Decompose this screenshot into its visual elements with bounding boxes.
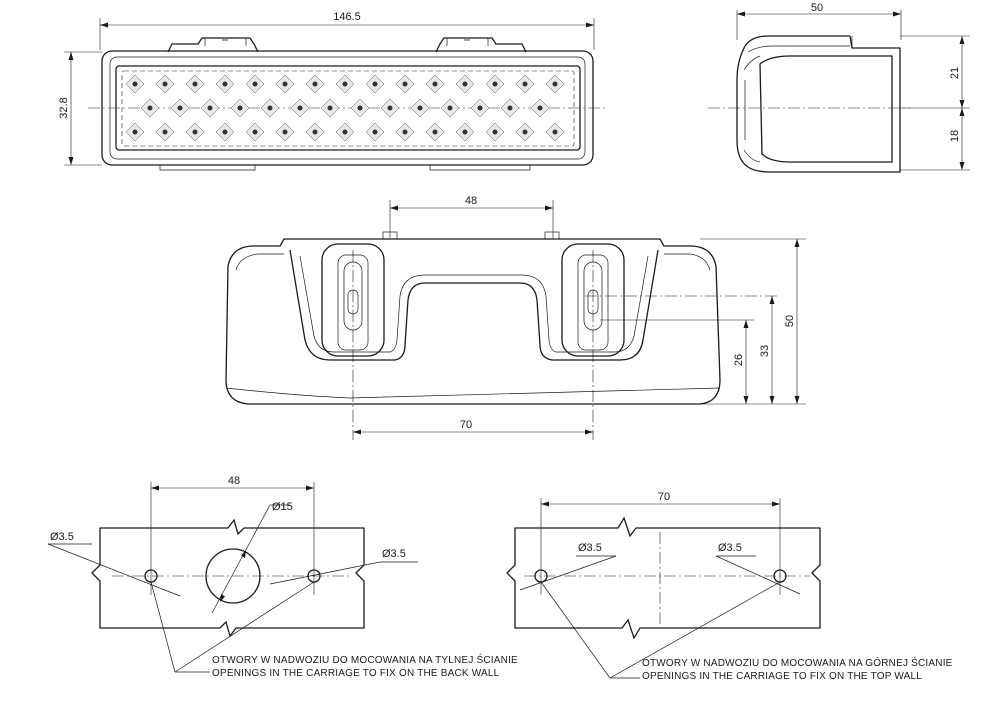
- led-dot: [207, 105, 213, 111]
- rear-slot-height-dimension: 26: [733, 354, 745, 366]
- led-dot: [432, 129, 438, 135]
- led-dot: [162, 81, 168, 87]
- led-dot: [132, 81, 138, 87]
- led-dot: [462, 81, 468, 87]
- led-dot: [402, 81, 408, 87]
- led-dot: [372, 129, 378, 135]
- led-dot: [342, 129, 348, 135]
- led-dot: [447, 105, 453, 111]
- led-dot: [222, 81, 228, 87]
- front-height-dimension: 32.8: [58, 97, 70, 118]
- led-dot: [417, 105, 423, 111]
- led-dot: [312, 129, 318, 135]
- led-dot: [552, 81, 558, 87]
- top-wall-pattern: 70 Ø3.5 Ø3.5 OTWORY W NADWOZIU DO MOCOWA…: [506, 491, 953, 682]
- led-dot: [387, 105, 393, 111]
- led-dot: [297, 105, 303, 111]
- led-dot: [282, 129, 288, 135]
- led-dot: [147, 105, 153, 111]
- back-wall-left-hole-label: Ø3.5: [50, 531, 74, 543]
- front-width-dimension: 146.5: [333, 11, 361, 23]
- front-view: 146.5 32.8: [58, 11, 607, 171]
- led-dot: [372, 81, 378, 87]
- back-wall-pattern: 48 Ø15 Ø3.5 Ø3.5 OTWORY W NADWOZIU DO MO…: [47, 475, 518, 679]
- side-view: 50 21 18: [708, 2, 970, 173]
- back-wall-note-en: OPENINGS IN THE CARRIAGE TO FIX ON THE B…: [212, 668, 500, 679]
- led-dot: [252, 129, 258, 135]
- led-dot: [252, 81, 258, 87]
- led-dot: [507, 105, 513, 111]
- led-dot: [192, 129, 198, 135]
- led-dot: [357, 105, 363, 111]
- led-dot: [192, 81, 198, 87]
- top-wall-note-pl: OTWORY W NADWOZIU DO MOCOWANIA NA GÓRNEJ…: [642, 656, 953, 669]
- top-wall-spacing-dimension: 70: [658, 491, 670, 503]
- rear-hole-height-dimension: 33: [759, 345, 771, 357]
- side-upper-dimension: 21: [949, 67, 961, 79]
- rear-top-spacing-dimension: 48: [465, 195, 477, 207]
- top-wall-left-hole-label: Ø3.5: [578, 542, 602, 554]
- led-dot: [162, 129, 168, 135]
- top-wall-right-hole-label: Ø3.5: [718, 542, 742, 554]
- rear-view: 48 70 50: [225, 195, 806, 440]
- top-wall-note-en: OPENINGS IN THE CARRIAGE TO FIX ON THE T…: [642, 671, 922, 682]
- led-dot: [312, 81, 318, 87]
- led-dot: [342, 81, 348, 87]
- led-dot: [462, 129, 468, 135]
- back-wall-right-hole-label: Ø3.5: [382, 548, 406, 560]
- led-dot: [177, 105, 183, 111]
- led-dot: [327, 105, 333, 111]
- led-dot: [132, 129, 138, 135]
- led-dot: [432, 81, 438, 87]
- led-dot: [267, 105, 273, 111]
- side-width-dimension: 50: [811, 2, 823, 14]
- big-hole-diameter-label: Ø15: [272, 501, 293, 513]
- rear-bottom-spacing-dimension: 70: [460, 419, 472, 431]
- led-lens-pattern: [125, 74, 565, 142]
- led-dot: [477, 105, 483, 111]
- led-dot: [522, 81, 528, 87]
- back-wall-spacing-dimension: 48: [228, 475, 240, 487]
- rear-depth-dimension: 50: [784, 315, 796, 327]
- led-dot: [237, 105, 243, 111]
- led-dot: [222, 129, 228, 135]
- back-wall-note-pl: OTWORY W NADWOZIU DO MOCOWANIA NA TYLNEJ…: [212, 653, 518, 666]
- led-dot: [522, 129, 528, 135]
- led-dot: [552, 129, 558, 135]
- side-lower-dimension: 18: [949, 130, 961, 142]
- led-dot: [492, 81, 498, 87]
- led-dot: [402, 129, 408, 135]
- led-dot: [282, 81, 288, 87]
- led-dot: [492, 129, 498, 135]
- led-dot: [537, 105, 543, 111]
